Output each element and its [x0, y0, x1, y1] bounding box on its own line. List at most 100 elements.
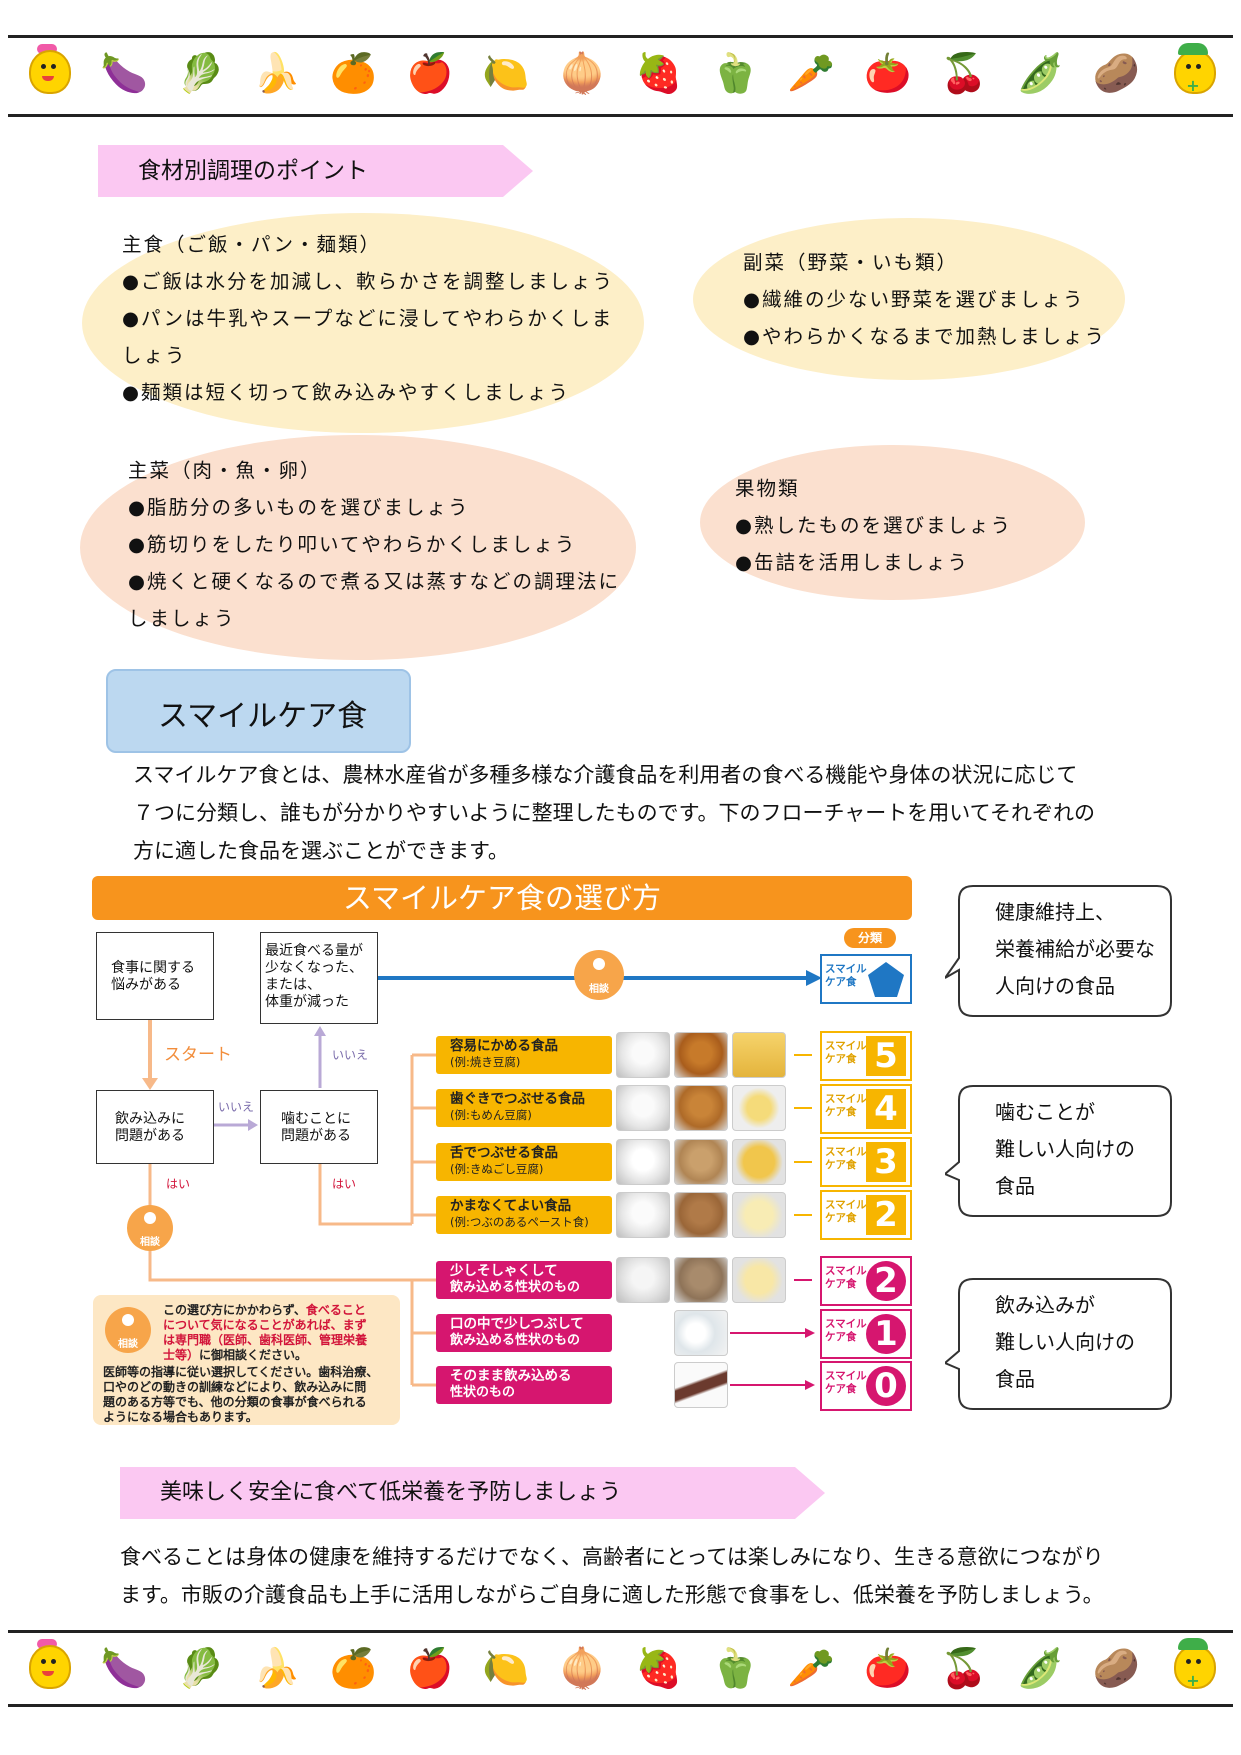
chew-box: 噛むことに 問題がある — [260, 1090, 378, 1164]
pea-pod-icon: 🫛 — [1016, 1646, 1064, 1690]
start-label: スタート — [164, 1045, 232, 1065]
staple-line: ●パンは牛乳やスープなどに浸してやわらかくしま — [122, 307, 614, 330]
card-label: ケア食 — [825, 1053, 857, 1065]
card-label: スマイル — [825, 1370, 867, 1382]
option-title: 舌でつぶせる食品 — [450, 1145, 558, 1161]
option-title: そのまま飲み込める — [450, 1368, 572, 1384]
fruit-heading: 果物類 — [735, 477, 800, 500]
card-label: スマイル — [825, 1040, 867, 1052]
food-photo — [616, 1192, 670, 1238]
fruit-text: 果物類 ●熟したものを選びましょう ●缶詰を活用しましょう — [735, 470, 1012, 581]
bubble-line: 難しい人向けの — [995, 1137, 1135, 1161]
apple-icon: 🍎 — [405, 51, 454, 95]
staple-text: 主食（ご飯・パン・麺類） ●ご飯は水分を加減し、軟らかさを調整しましょう ●パン… — [122, 226, 614, 411]
option-example: (例:焼き豆腐) — [450, 1055, 521, 1069]
strawberry-icon: 🍓 — [634, 51, 683, 95]
tomato-icon: 🍅 — [863, 51, 912, 95]
banana-icon: 🍌 — [253, 51, 301, 95]
food-photo — [616, 1139, 670, 1185]
chew-option: 歯ぐきでつぶせる食品(例:もめん豆腐) — [436, 1089, 612, 1127]
chew-option: かまなくてよい食品(例:つぶのあるペースト食) — [436, 1196, 612, 1234]
side-dish-line: ●繊維の少ない野菜を選びましょう — [743, 288, 1085, 311]
box-line: 食事に関する — [111, 960, 195, 976]
option-example: (例:もめん豆腐) — [450, 1108, 532, 1122]
smile-care-header: スマイルケア食 — [106, 669, 411, 753]
staple-line: しょう — [122, 344, 187, 367]
food-photo — [732, 1257, 786, 1303]
card-number: 1 — [866, 1314, 906, 1354]
fruit-line: ●熟したものを選びましょう — [735, 514, 1013, 537]
top-fruit-border: 🍆 🥬 🍌 🍊 🍎 🍋 🧅 🍓 🫑 🥕 🍅 🍒 🫛 🥔 + — [8, 35, 1233, 117]
food-photo — [674, 1310, 728, 1356]
food-photo — [674, 1362, 728, 1408]
swallow-option: 少しそしゃくして飲み込める性状のもの — [436, 1261, 612, 1299]
box-line: 噛むことに — [281, 1111, 351, 1127]
note-text-2: 医師等の指導に従い選択してください。歯科治療、 口やのどの動きの訓練などにより、… — [103, 1365, 379, 1424]
flowchart-title: スマイルケア食の選び方 — [342, 881, 662, 915]
option-title: 歯ぐきでつぶせる食品 — [450, 1091, 585, 1107]
onion-icon: 🧅 — [558, 1646, 606, 1690]
bubble-line: 難しい人向けの — [995, 1330, 1135, 1354]
intake-box: 最近食べる量が 少なくなった、 または、 体重が減った — [260, 932, 378, 1024]
cherry-icon: 🍒 — [940, 51, 988, 95]
mascot-boy-icon: + — [1165, 43, 1221, 101]
food-photo — [732, 1139, 786, 1185]
card-number: 4 — [866, 1089, 906, 1129]
note-text-1: この選び方にかかわらず、食べること について気になることがあれば、まず は専門職… — [163, 1303, 368, 1362]
option-title: かまなくてよい食品 — [450, 1198, 572, 1214]
pentagon-icon — [868, 962, 904, 997]
strawberry-icon: 🍓 — [634, 1646, 683, 1690]
mascot-boy-icon: + — [1165, 1638, 1221, 1696]
mascot-girl-icon — [20, 1639, 76, 1696]
main-dish-line: ●筋切りをしたり叩いてやわらかくしましょう — [128, 533, 577, 556]
consult-badge: 相談 — [105, 1307, 151, 1353]
bottom-fruit-border: 🍆 🥬 🍌 🍊 🍎 🍋 🧅 🍓 🫑 🥕 🍅 🍒 🫛 🥔 + — [8, 1630, 1233, 1707]
callout-bubble: 噛むことが 難しい人向けの 食品 — [945, 1082, 1175, 1220]
lemon-icon: 🍋 — [482, 51, 530, 95]
card-number: 5 — [866, 1036, 906, 1076]
main-dish-line: しましょう — [128, 607, 236, 630]
box-line: 体重が減った — [265, 994, 349, 1010]
side-dish-line: ●やわらかくなるまで加熱しましょう — [743, 325, 1107, 348]
swallow-box: 飲み込みに 問題がある — [96, 1090, 214, 1164]
concern-box: 食事に関する 悩みがある — [96, 932, 214, 1020]
turnip-icon: 🥬 — [176, 1646, 225, 1690]
bubble-line: 噛むことが — [995, 1100, 1095, 1124]
consult-badge-label: 相談 — [118, 1339, 138, 1350]
card-label: ケア食 — [825, 1106, 857, 1118]
food-photo — [616, 1257, 670, 1303]
card-label: スマイル — [825, 1146, 867, 1158]
closing-paragraph: 食べることは身体の健康を維持するだけでなく、高齢者にとっては楽しみになり、生きる… — [120, 1538, 1104, 1614]
flowchart-title-bar: スマイルケア食の選び方 — [92, 876, 912, 920]
option-title: 容易にかめる食品 — [450, 1038, 558, 1054]
callout-bubble: 健康維持上、 栄養補給が必要な 人向けの食品 — [945, 882, 1175, 1020]
card-number: 2 — [866, 1195, 906, 1235]
smile-card-5: スマイルケア食 5 — [820, 1031, 912, 1081]
option-title: 口の中で少しつぶして — [450, 1316, 584, 1332]
onion-icon: 🧅 — [558, 51, 606, 95]
option-example: (例:きぬごし豆腐) — [450, 1162, 544, 1176]
main-dish-heading: 主菜（肉・魚・卵） — [128, 459, 322, 482]
side-dish-heading: 副菜（野菜・いも類） — [743, 251, 959, 274]
card-label: スマイル — [825, 1265, 867, 1277]
chew-option: 舌でつぶせる食品(例:きぬごし豆腐) — [436, 1143, 612, 1181]
smile-card-pentagon: スマイルケア食 — [820, 954, 912, 1004]
box-line: 悩みがある — [111, 977, 181, 993]
potato-icon: 🥔 — [1092, 51, 1141, 95]
card-number: 2 — [866, 1261, 906, 1301]
food-photo — [674, 1257, 728, 1303]
bubble-line: 食品 — [995, 1174, 1035, 1198]
green-pepper-icon: 🫑 — [711, 51, 759, 95]
main-dish-line: ●焼くと硬くなるので煮る又は蒸すなどの調理法に — [128, 570, 621, 593]
card-label: スマイル — [825, 963, 867, 975]
bubble-line: 健康維持上、 — [995, 900, 1115, 924]
paragraph-line: ます。市販の介護食品も上手に活用しながらご自身に適した形態で食事をし、低栄養を予… — [120, 1583, 1104, 1607]
card-label: スマイル — [825, 1199, 867, 1211]
card-label: ケア食 — [825, 1159, 857, 1171]
